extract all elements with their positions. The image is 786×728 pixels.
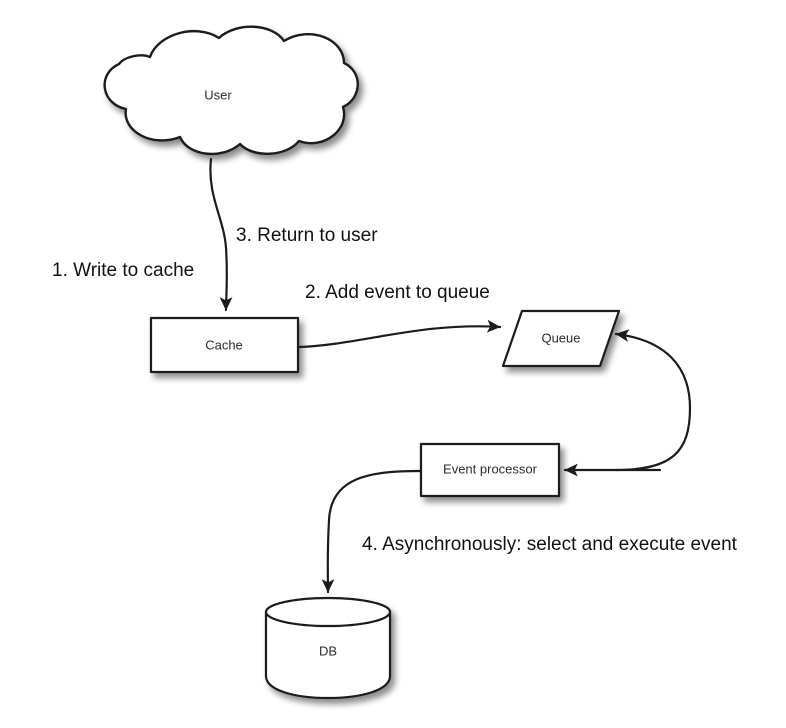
node-event-processor[interactable]: Event processor xyxy=(419,442,561,498)
edge-proc-to-queue xyxy=(614,329,692,472)
node-label-user: User xyxy=(204,87,232,102)
edge-user-to-cache xyxy=(209,157,233,312)
node-user[interactable]: User xyxy=(103,25,359,156)
step-label-4: 4. Asynchronously: select and execute ev… xyxy=(362,534,738,555)
edge-cache-to-queue xyxy=(297,319,502,349)
node-label-db: DB xyxy=(319,643,337,658)
step-label-3: 3. Return to user xyxy=(236,225,378,246)
node-db[interactable]: DB xyxy=(264,596,392,700)
node-label-cache: Cache xyxy=(205,337,243,352)
step-label-2: 2. Add event to queue xyxy=(305,282,490,303)
node-label-queue: Queue xyxy=(541,330,580,345)
step-label-1: 1. Write to cache xyxy=(52,260,194,281)
edge-proc-to-db xyxy=(321,469,422,594)
node-cache[interactable]: Cache xyxy=(149,316,300,374)
node-queue[interactable]: Queue xyxy=(501,309,621,368)
node-label-event-processor: Event processor xyxy=(443,461,538,476)
